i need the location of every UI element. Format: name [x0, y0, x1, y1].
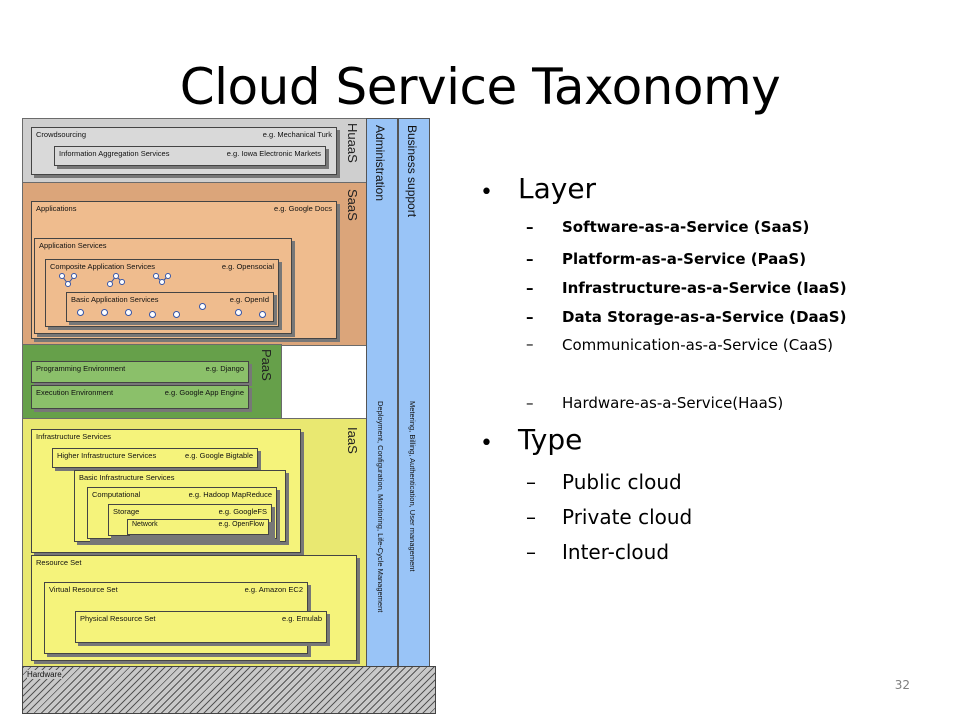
hardware-band: Hardware [22, 666, 436, 714]
basic-app-services-example: e.g. OpenId [229, 295, 269, 304]
business-support-column: Business support Metering, Billing, Auth… [398, 118, 430, 668]
application-services-label: Application Services [39, 241, 107, 250]
administration-column: Administration Deployment, Configuration… [366, 118, 398, 668]
network-example: e.g. OpenFlow [218, 521, 264, 528]
execution-env-example: e.g. Google App Engine [164, 388, 244, 397]
execution-env-box: Execution Environment e.g. Google App En… [31, 385, 249, 409]
business-support-detail: Metering, Billing, Authentication, User … [408, 401, 417, 572]
crowdsourcing-example: e.g. Mechanical Turk [262, 130, 332, 139]
bullet-layer-label: Layer [518, 172, 597, 205]
iaas-band: Infrastructure Services Higher Infrastru… [22, 418, 368, 668]
storage-example: e.g. GoogleFS [218, 507, 267, 516]
application-services-box: Application Services Composite Applicati… [34, 238, 292, 334]
storage-label: Storage [113, 507, 140, 516]
service-node-icon [77, 309, 84, 316]
dash-icon: – [526, 279, 534, 297]
basic-app-services-label: Basic Application Services [71, 295, 159, 304]
slide-title: Cloud Service Taxonomy [179, 58, 781, 116]
applications-label: Applications [36, 204, 77, 213]
paas-band: Programming Environment e.g. Django Exec… [22, 344, 282, 420]
service-node-icon [173, 311, 180, 318]
basic-app-services-box: Basic Application Services e.g. OpenId [66, 292, 274, 322]
composite-app-services-label: Composite Application Services [50, 262, 156, 271]
applications-example: e.g. Google Docs [274, 204, 332, 213]
infrastructure-services-box: Infrastructure Services Higher Infrastru… [31, 429, 301, 553]
service-node-icon [125, 309, 132, 316]
taxonomy-diagram: Crowdsourcing e.g. Mechanical Turk Infor… [22, 118, 436, 714]
composite-app-services-example: e.g. Opensocial [221, 262, 274, 271]
bullet-dot-icon: • [480, 431, 493, 456]
paas-label: PaaS [259, 349, 274, 381]
basic-infra-label: Basic Infrastructure Services [79, 473, 175, 482]
higher-infra-label: Higher Infrastructure Services [57, 451, 157, 460]
huaas-label: HuaaS [345, 123, 360, 163]
physical-resource-set-box: Physical Resource Set e.g. Emulab [75, 611, 327, 643]
applications-box: Applications e.g. Google Docs Applicatio… [31, 201, 337, 339]
saas-band: Applications e.g. Google Docs Applicatio… [22, 182, 368, 346]
info-aggregation-box: Information Aggregation Services e.g. Io… [54, 146, 326, 166]
service-node-icon [259, 311, 266, 318]
execution-env-label: Execution Environment [36, 388, 114, 397]
dash-icon: – [526, 335, 534, 353]
higher-infra-example: e.g. Google Bigtable [185, 451, 253, 460]
resource-set-box: Resource Set Virtual Resource Set e.g. A… [31, 555, 357, 661]
dash-icon: – [526, 218, 534, 236]
physical-resource-set-example: e.g. Emulab [281, 614, 322, 623]
programming-env-box: Programming Environment e.g. Django [31, 361, 249, 383]
dash-icon: – [526, 470, 536, 494]
crowdsourcing-box: Crowdsourcing e.g. Mechanical Turk Infor… [31, 127, 337, 175]
resource-set-label: Resource Set [36, 558, 82, 567]
service-node-icon [199, 303, 206, 310]
service-node-icon [235, 309, 242, 316]
bullet-type-label: Type [518, 423, 583, 456]
administration-detail: Deployment, Configuration, Monitoring, L… [376, 401, 385, 613]
composite-app-services-box: Composite Application Services e.g. Open… [45, 259, 279, 327]
storage-box: Storage e.g. GoogleFS Network e.g. OpenF… [108, 504, 272, 536]
programming-env-example: e.g. Django [205, 364, 244, 373]
hardware-label: Hardware [27, 670, 62, 679]
infrastructure-services-label: Infrastructure Services [36, 432, 112, 441]
computational-example: e.g. Hadoop MapReduce [188, 490, 272, 499]
dash-icon: – [526, 394, 534, 412]
huaas-band: Crowdsourcing e.g. Mechanical Turk Infor… [22, 118, 368, 184]
business-support-label: Business support [405, 125, 419, 218]
higher-infra-box: Higher Infrastructure Services e.g. Goog… [52, 448, 258, 468]
info-aggregation-label: Information Aggregation Services [59, 149, 170, 158]
composite-network-icon [59, 273, 171, 287]
info-aggregation-example: e.g. Iowa Electronic Markets [226, 149, 321, 158]
dash-icon: – [526, 250, 534, 268]
computational-box: Computational e.g. Hadoop MapReduce Stor… [87, 487, 277, 539]
virtual-resource-set-label: Virtual Resource Set [49, 585, 118, 594]
service-node-icon [149, 311, 156, 318]
computational-label: Computational [92, 490, 141, 499]
dash-icon: – [526, 308, 534, 326]
crowdsourcing-label: Crowdsourcing [36, 130, 87, 139]
page-number: 32 [894, 678, 910, 692]
physical-resource-set-label: Physical Resource Set [80, 614, 156, 623]
bullet-dot-icon: • [480, 180, 493, 205]
dash-icon: – [526, 540, 536, 564]
network-label: Network [132, 521, 158, 528]
virtual-resource-set-box: Virtual Resource Set e.g. Amazon EC2 Phy… [44, 582, 327, 654]
network-box: Network e.g. OpenFlow [127, 519, 269, 535]
dash-icon: – [526, 505, 536, 529]
saas-label: SaaS [345, 189, 360, 221]
virtual-resource-set-example: e.g. Amazon EC2 [244, 585, 303, 594]
service-node-icon [101, 309, 108, 316]
iaas-label: IaaS [345, 427, 360, 454]
basic-infra-box: Basic Infrastructure Services Computatio… [74, 470, 286, 542]
programming-env-label: Programming Environment [36, 364, 126, 373]
administration-label: Administration [373, 125, 387, 202]
